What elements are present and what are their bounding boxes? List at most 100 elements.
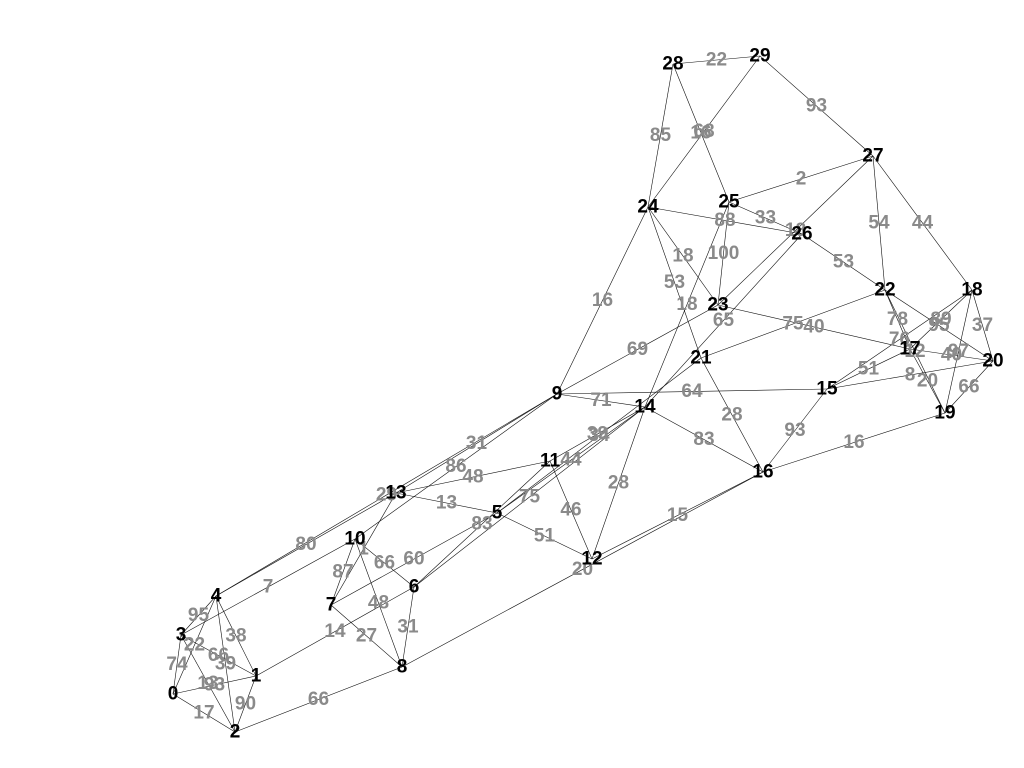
edge-weight-13-5: 13: [436, 493, 457, 514]
edge-12-16: [591, 471, 764, 560]
node-29: 29: [749, 46, 770, 67]
edge-weight-14-26: 65: [713, 310, 735, 331]
node-20: 20: [982, 351, 1003, 372]
edge-4-13: [215, 492, 397, 597]
edge-3-1: [180, 634, 257, 677]
edge-21-22: [700, 289, 886, 359]
edge-weight-10-8: 48: [368, 593, 389, 614]
node-19: 19: [934, 403, 955, 424]
node-21: 21: [690, 348, 712, 369]
edge-7-8: [330, 604, 403, 668]
edge-weight-21-22: 75: [782, 314, 804, 335]
edge-weight-11-14: 39: [587, 424, 608, 445]
edge-9-15: [556, 388, 828, 395]
edge-weight-18-17: 89: [930, 309, 951, 330]
edge-weight-25-27: 2: [796, 169, 807, 190]
edge-6-11: [413, 460, 551, 588]
edge-28-29: [672, 55, 761, 65]
node-4: 4: [211, 586, 222, 607]
edge-weight-1-6: 14: [324, 621, 346, 642]
edge-3-4: [180, 595, 217, 636]
edge-weight-9-15: 64: [681, 381, 703, 402]
edge-7-13: [330, 492, 397, 606]
edge-weight-14-25: 18: [676, 294, 697, 315]
edge-weight-23-24: 18: [672, 246, 693, 267]
edge-24-26: [647, 206, 803, 235]
edge-9-23: [556, 304, 719, 395]
edge-weight-7-5: 60: [403, 549, 424, 570]
edge-weight-7-8: 27: [356, 626, 377, 647]
edge-weight-16-15: 93: [784, 420, 805, 441]
edge-18-19: [944, 289, 973, 414]
edge-17-19: [909, 348, 946, 414]
edge-16-15: [762, 388, 828, 473]
edge-4-1: [215, 595, 257, 677]
edge-23-17: [717, 304, 911, 350]
node-15: 15: [816, 379, 838, 400]
edge-5-12: [496, 512, 593, 560]
edge-weight-0-1: 93: [204, 675, 225, 696]
edge-0-1: [172, 675, 257, 695]
edge-28-25: [672, 63, 730, 203]
edge-weight-6-11: 83: [471, 514, 492, 535]
node-16: 16: [752, 462, 773, 483]
edge-29-27: [759, 55, 874, 157]
edge-9-14: [556, 393, 646, 408]
edge-8-16: [401, 471, 764, 668]
edge-weight-12-14: 28: [608, 473, 629, 494]
edge-18-20: [971, 289, 994, 362]
edge-5-21: [496, 357, 702, 514]
node-8: 8: [397, 657, 408, 678]
node-12: 12: [581, 549, 602, 570]
edge-10-8: [354, 538, 403, 668]
edge-weight-29-27: 93: [806, 96, 827, 117]
edge-weight-7-13: 1: [358, 539, 369, 560]
edge-3-2: [180, 634, 236, 733]
edge-21-24: [647, 206, 702, 359]
node-0: 0: [168, 684, 179, 705]
edge-weight-15-20: 8: [905, 365, 916, 386]
edge-weight-26-22: 53: [833, 252, 854, 273]
edge-weight-9-23: 69: [627, 339, 648, 360]
edge-4-9: [215, 393, 558, 597]
edge-17-20: [909, 348, 994, 362]
edge-0-2: [172, 693, 236, 733]
edge-2-8: [234, 666, 403, 733]
edge-7-5: [330, 512, 498, 606]
edge-weight-3-4: 95: [188, 605, 210, 626]
edge-weight-6-8: 31: [397, 617, 419, 638]
edge-23-25: [717, 201, 730, 306]
edge-weight-17-19: 20: [917, 371, 938, 392]
edge-22-19: [884, 289, 946, 414]
edge-22-20: [884, 289, 994, 362]
graph-edges: [172, 55, 994, 733]
edge-weight-5-12: 51: [534, 526, 556, 547]
edge-weight-22-19: 12: [904, 341, 925, 362]
edge-weight-4-1: 38: [225, 626, 246, 647]
edge-weight-18-19: 97: [948, 341, 969, 362]
edge-6-14: [413, 406, 646, 588]
edge-14-16: [644, 406, 764, 473]
edge-weight-5-21: 34: [588, 425, 610, 446]
edge-10-9: [354, 393, 558, 540]
edge-weight-10-7: 87: [332, 562, 353, 583]
edge-weight-13-11: 48: [462, 467, 483, 488]
edge-20-19: [944, 360, 994, 414]
edge-13-11: [395, 460, 551, 494]
node-18: 18: [961, 280, 982, 301]
edge-weight-20-19: 66: [958, 377, 979, 398]
edge-weight-24-28: 85: [650, 125, 672, 146]
edge-0-3: [172, 634, 182, 695]
node-6: 6: [409, 577, 420, 598]
edge-1-2: [234, 675, 257, 733]
edge-13-9: [395, 393, 558, 494]
edge-weight-10-9: 86: [445, 456, 466, 477]
edge-18-15: [826, 289, 973, 390]
edge-weight-13-9: 31: [466, 433, 488, 454]
edge-9-24: [556, 206, 649, 395]
edge-14-26: [644, 233, 803, 408]
edge-weight-28-25: 16: [690, 123, 711, 144]
edge-weight-4-9: 29: [376, 485, 397, 506]
